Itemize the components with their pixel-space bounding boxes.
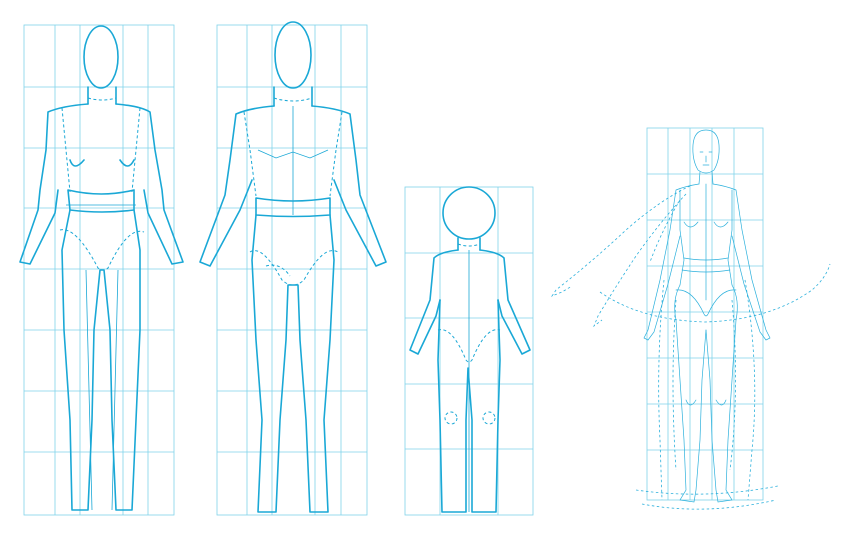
male-croquis-figure [199, 21, 387, 516]
male-proportion-grid [216, 24, 368, 516]
child-croquis-figure [404, 186, 534, 516]
pose-variation-lines [550, 185, 831, 510]
realistic-croquis-figure [550, 127, 831, 510]
female-croquis-figure [19, 24, 184, 516]
realistic-body-outline [643, 129, 771, 503]
female-proportion-grid [23, 24, 175, 516]
realistic-proportion-grid [646, 127, 764, 501]
male-body-outline [199, 21, 387, 513]
female-body-outline [19, 25, 184, 511]
child-body-outline [409, 186, 531, 513]
